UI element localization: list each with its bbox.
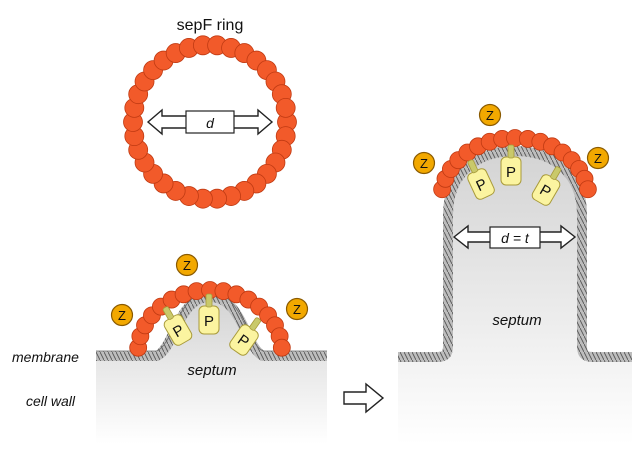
p-letter: P: [506, 164, 516, 181]
p-protein: P: [500, 144, 522, 186]
ftsz-protein: Z: [478, 103, 502, 127]
ftsz-letter: Z: [183, 258, 191, 273]
diameter-label: d: [206, 115, 215, 131]
sepf-bead: [275, 97, 296, 118]
ftsz-letter: Z: [293, 302, 301, 317]
septum-label-left: septum: [187, 362, 236, 379]
p-protein: P: [531, 166, 562, 206]
sepf-bead: [578, 180, 597, 199]
ftsz-protein: Z: [285, 297, 309, 321]
cell-wall-label: cell wall: [26, 393, 76, 409]
sepf-arc-left: [129, 281, 291, 357]
p-protein: P: [162, 306, 193, 346]
ftsz-letter: Z: [486, 108, 494, 123]
ring-title: sepF ring: [177, 17, 244, 34]
ftsz-letter: Z: [118, 308, 126, 323]
ftsz-protein: Z: [586, 146, 610, 170]
p-protein: P: [229, 317, 261, 356]
proteins-right: PPP Z Z Z: [412, 103, 610, 206]
ftsz-letter: Z: [594, 151, 602, 166]
sepf-arc-right: [433, 129, 597, 199]
ftsz-protein: Z: [110, 303, 134, 327]
transition-arrow: [343, 382, 385, 414]
ftsz-letter: Z: [420, 156, 428, 171]
late-septum: [398, 145, 632, 444]
p-letter: P: [204, 313, 214, 330]
diameter-arrow: d: [146, 108, 274, 136]
sepf-ring: [123, 35, 297, 209]
diameter-t-arrow: d = t: [452, 224, 577, 250]
membrane-right: [398, 145, 632, 362]
p-protein: P: [198, 293, 220, 335]
diameter-equals-label: d = t: [501, 230, 530, 246]
sepf-bead: [272, 338, 291, 357]
p-protein: P: [467, 159, 495, 200]
ftsz-protein: Z: [412, 151, 436, 175]
membrane-label: membrane: [12, 349, 79, 365]
ftsz-protein: Z: [175, 253, 199, 277]
septum-label-right: septum: [492, 312, 541, 329]
